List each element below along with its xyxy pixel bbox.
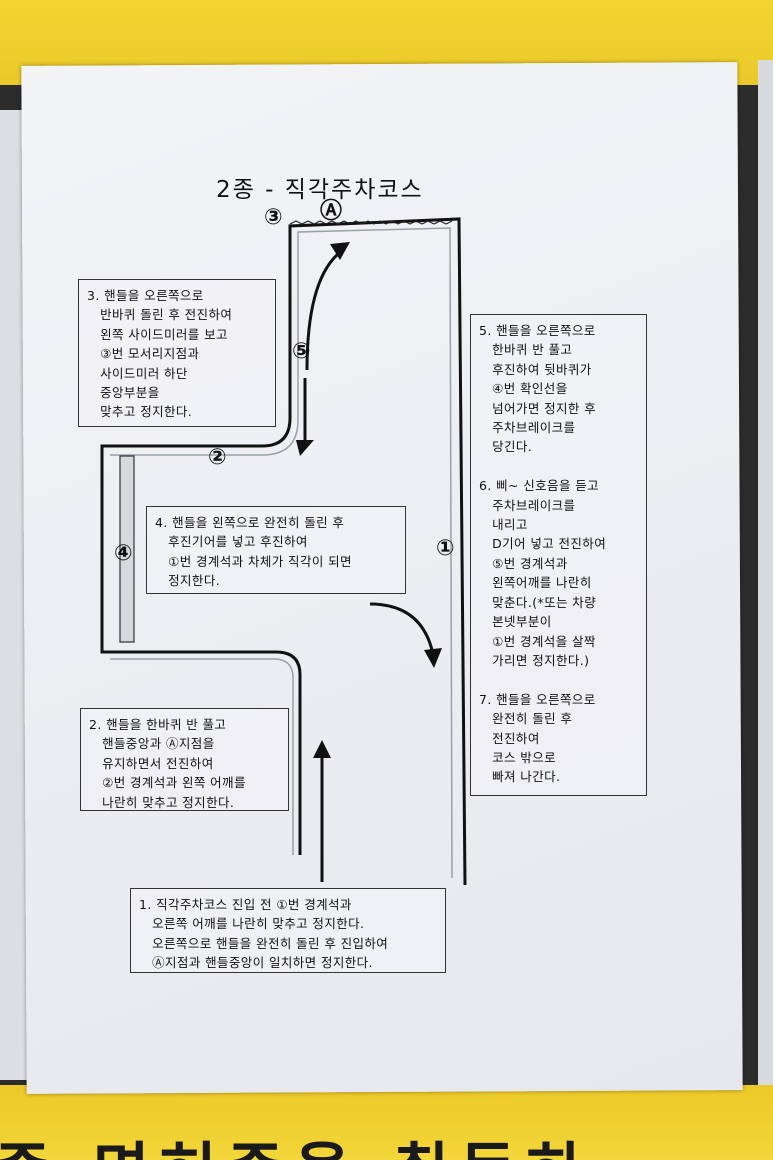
course-left-boundary [100,217,467,886]
diagram-title: 2종 - 직각주차코스 [216,177,424,203]
marker-3: ③ [264,205,283,230]
inner-guide-line-upper [110,227,453,879]
top-curb [289,220,453,225]
instruction-step-2: 2. 핸들을 한바퀴 반 풀고 핸들중앙과 Ⓐ지점을 유지하면서 전진하여 ②번… [80,708,289,811]
instruction-step-1: 1. 직각주차코스 진입 전 ①번 경계석과 오른쪽 어깨를 나란히 맞추고 정… [130,888,446,973]
marker-5: ⑤ [292,339,311,364]
instruction-step-4: 4. 핸들을 왼쪽으로 완전히 돌린 후 후진기어를 넣고 후진하여 ①번 경계… [146,506,406,594]
right-adjacent-panel [758,60,773,1100]
marker-a: Ⓐ [320,199,343,224]
reverse-down-arrow [296,378,314,456]
yellow-sign-bottom: 종 면허증을 취득하 [0,1085,773,1160]
marker-1: ① [436,536,455,561]
exit-curve-arrow [369,602,442,668]
confirmation-line-4 [119,455,135,643]
bottom-sign-text: 종 면허증을 취득하 [0,1121,594,1160]
inner-guide-line [110,658,294,855]
marker-2: ② [208,445,227,470]
marker-4: ④ [114,541,133,566]
entry-up-arrow [313,740,331,882]
instruction-step-3: 3. 핸들을 오른쪽으로 반바퀴 돌린 후 전진하여 왼쪽 사이드미러를 보고 … [78,279,276,427]
forward-curve-arrow [305,242,350,371]
instruction-steps-5-7: 5. 핸들을 오른쪽으로 한바퀴 반 풀고 후진하여 뒷바퀴가 ④번 확인선을 … [470,314,647,796]
